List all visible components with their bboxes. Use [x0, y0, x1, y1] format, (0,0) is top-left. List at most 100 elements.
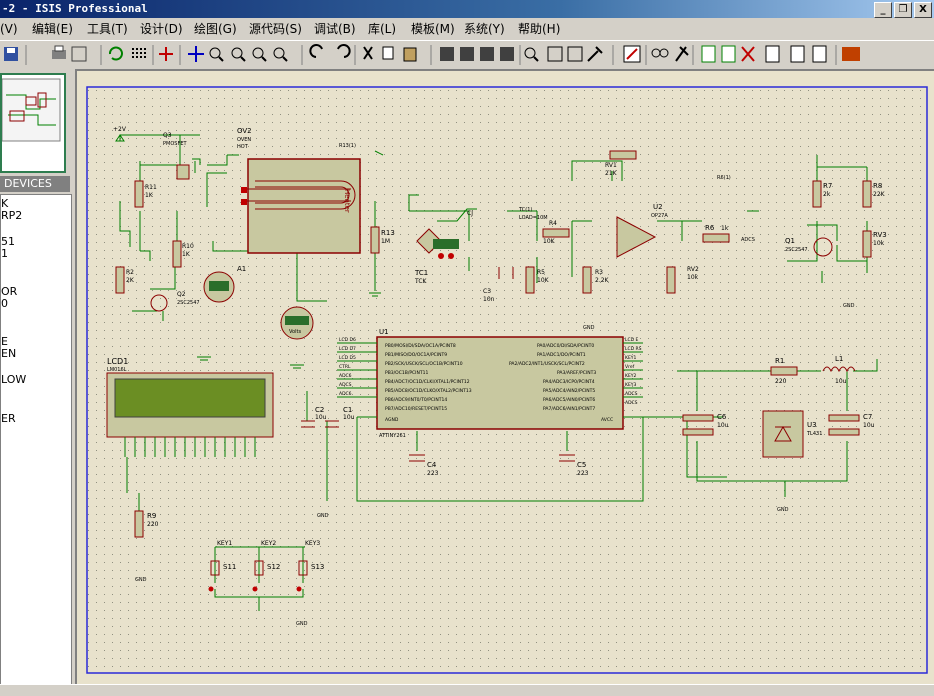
zoom-area-icon[interactable] [273, 47, 288, 62]
u1-net-right-7: ADCS [625, 400, 638, 406]
bom-icon[interactable] [765, 45, 780, 63]
u1-net-right-6: ADCS [625, 391, 638, 397]
menu-edit[interactable]: 编辑(E) [32, 22, 73, 36]
block-copy-icon[interactable] [440, 47, 454, 61]
devices-header: DEVICES [0, 176, 70, 192]
net-r6: R6(1) [717, 175, 731, 181]
block-move-icon[interactable] [460, 47, 474, 61]
close-button[interactable]: X [914, 2, 932, 18]
c2-value: 10u [315, 414, 327, 421]
ov2-type-b: HOT [237, 144, 249, 150]
u2-ref: U2 [653, 203, 663, 211]
r7: R7 2k [812, 180, 832, 208]
r10: R10 1K [172, 240, 194, 268]
new-sheet-add-icon[interactable] [721, 45, 736, 63]
menu-tools[interactable]: 工具(T) [87, 22, 128, 36]
r8: R8 22K [862, 180, 886, 208]
menu-source[interactable]: 源代码(S) [249, 22, 302, 36]
cut-icon[interactable] [363, 46, 373, 60]
heater-label: Heater [343, 189, 351, 213]
r8-value: 22K [873, 191, 886, 198]
menu-system[interactable]: 系统(Y) [464, 22, 505, 36]
decompose-icon[interactable] [567, 46, 583, 62]
c3-value: 10n [483, 296, 495, 303]
pan-icon[interactable] [188, 46, 204, 62]
list-item[interactable]: RP2 [1, 209, 23, 222]
q1-transistor: Q1 2SC2547 [785, 237, 833, 257]
menu-view[interactable]: (V) [0, 22, 18, 36]
zoom-all-icon[interactable] [252, 47, 267, 62]
block-rotate-icon[interactable] [480, 47, 494, 61]
r11-value: 1K [145, 192, 154, 199]
menu-help[interactable]: 帮助(H) [518, 22, 561, 36]
u1-pin-left-1: PB1/MISO/DO/OC1A/PCINT9 [385, 352, 447, 358]
pick-device-icon[interactable] [524, 47, 539, 62]
list-item[interactable]: LOW [1, 373, 27, 386]
r6-ref: R6 [705, 224, 715, 232]
rv1: RV1 21K [605, 150, 637, 177]
list-item[interactable]: ER [1, 412, 16, 425]
gnd-label-u1: GND [317, 513, 329, 519]
search-tag-icon[interactable] [651, 48, 669, 58]
net-r13: R13(1) [339, 143, 356, 149]
gnd-label-vref: GND [777, 507, 789, 513]
menu-library[interactable]: 库(L) [368, 22, 397, 36]
list-item[interactable]: K [1, 197, 9, 210]
r6: R6 1k R6(1) ADCS [702, 175, 755, 243]
tc1-thermocouple: TC1 TCK CJ [414, 210, 473, 285]
restore-button[interactable]: ❐ [894, 2, 912, 18]
copy-icon[interactable] [382, 46, 394, 60]
menu-template[interactable]: 模板(M) [411, 22, 455, 36]
new-sheet-icon[interactable] [701, 45, 716, 63]
ov2-oven: OV2 OVEN HOT Heater [237, 127, 361, 254]
minimize-button[interactable]: _ [874, 2, 892, 18]
list-item[interactable]: 51 [1, 235, 15, 248]
rv2: RV2 10k [666, 266, 699, 294]
c2-ref: C2 [315, 406, 324, 414]
r9-value: 220 [147, 521, 159, 528]
tc1-ref: TC1 [414, 269, 428, 277]
device-list[interactable]: K RP2 51 1 OR 0 E EN LOW ER [0, 194, 72, 691]
l1: L1 10u [822, 355, 856, 385]
print-icon[interactable] [52, 50, 66, 59]
q2-ref: Q2 [177, 291, 186, 298]
netlist-icon[interactable] [812, 45, 827, 63]
paste-icon[interactable] [403, 47, 417, 62]
menu-design[interactable]: 设计(D) [140, 22, 183, 36]
print-area-icon[interactable] [71, 46, 87, 62]
overview-window[interactable] [0, 73, 66, 173]
list-item[interactable]: E [1, 335, 8, 348]
c5-ref: C5 [577, 461, 586, 469]
r13-value: 1M [381, 238, 390, 245]
undo-icon[interactable] [309, 44, 323, 58]
make-device-icon[interactable] [547, 46, 563, 62]
property-assign-icon[interactable] [675, 46, 689, 62]
packaging-icon[interactable] [587, 46, 603, 62]
remove-sheet-icon[interactable] [741, 46, 755, 62]
menu-debug[interactable]: 调试(B) [314, 22, 356, 36]
window-title: -2 - ISIS Professional [2, 2, 148, 15]
list-item[interactable]: OR [1, 285, 18, 298]
menu-graph[interactable]: 绘图(G) [194, 22, 237, 36]
list-item[interactable]: 1 [1, 247, 8, 260]
block-delete-icon[interactable] [500, 47, 514, 61]
power-symbols: +2V [113, 126, 127, 142]
list-item[interactable]: 0 [1, 297, 8, 310]
ares-icon[interactable] [842, 47, 860, 61]
rv3-ref: RV3 [873, 231, 887, 239]
zoom-in-icon[interactable] [209, 47, 224, 62]
refresh-icon[interactable] [109, 46, 123, 61]
volts-label: Volts [289, 329, 301, 335]
list-item[interactable]: EN [1, 347, 17, 360]
q2-type: 2SC2547 [177, 300, 200, 306]
drc-icon[interactable] [790, 45, 805, 63]
zoom-out-icon[interactable] [231, 47, 246, 62]
redo-icon[interactable] [337, 44, 351, 58]
grid-icon[interactable] [132, 48, 146, 58]
r8-ref: R8 [873, 182, 882, 190]
origin-icon[interactable] [159, 47, 173, 61]
u1-pin-left-4: PB4/ADC7/OC1D/CLKI/XTAL1/PCINT12 [385, 379, 470, 385]
u1-net-left-6: ADC6 [339, 391, 352, 397]
gnd-label-keys: GND [296, 621, 308, 627]
schematic-canvas[interactable]: Q3 PMOSFET OV2 OVEN HOT Heater R11 1K R1… [75, 69, 934, 684]
